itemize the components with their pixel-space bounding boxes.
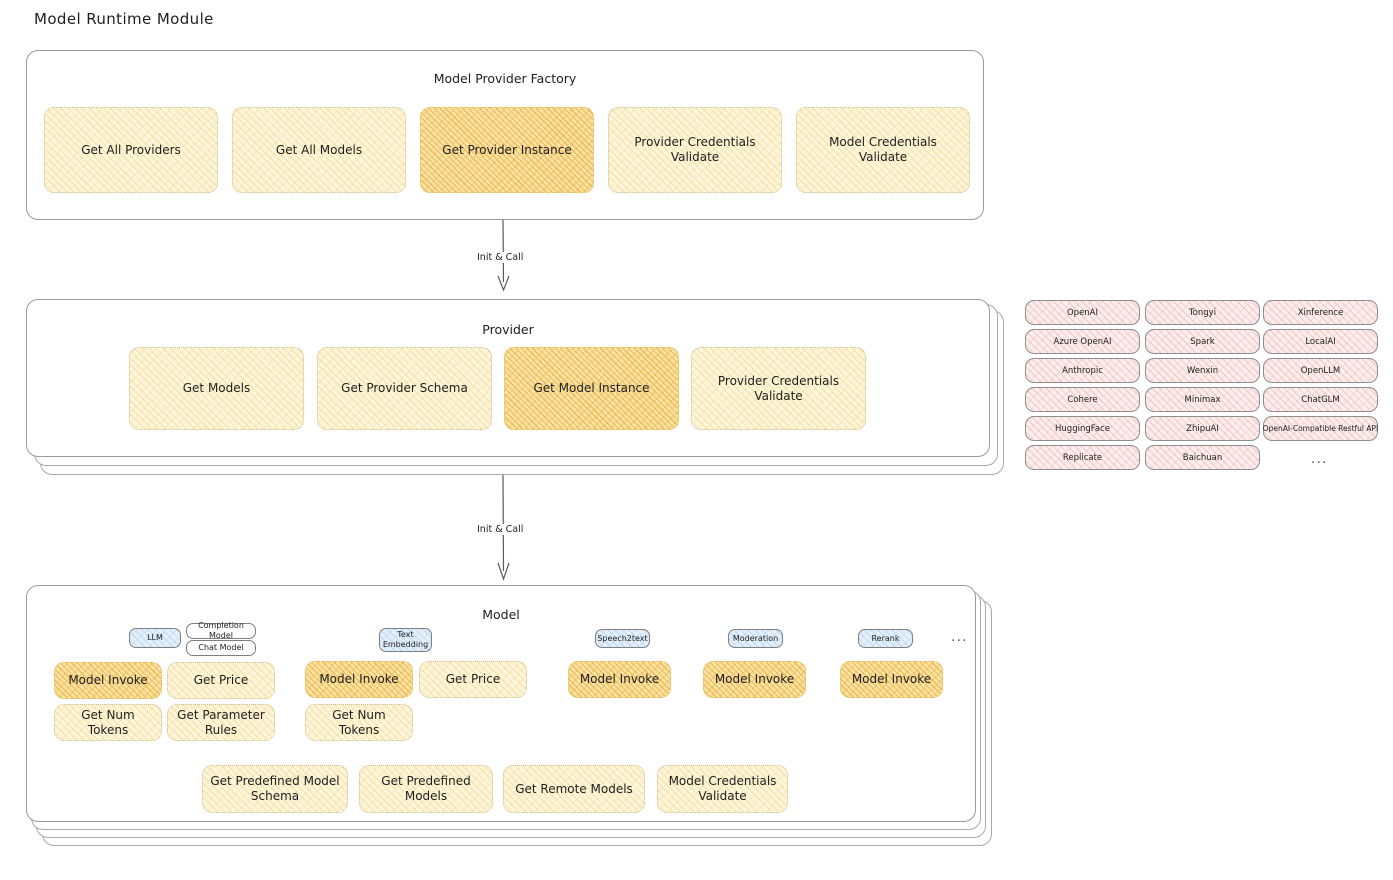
- provider-chip-huggingface[interactable]: HuggingFace: [1025, 416, 1140, 441]
- provider-chip-anthropic[interactable]: Anthropic: [1025, 358, 1140, 383]
- provider-chip-openai-compatible-restful-api[interactable]: OpenAI-Compatible Restful API: [1263, 416, 1378, 441]
- node-get-predefined-model-schema[interactable]: Get Predefined Model Schema: [202, 765, 348, 813]
- node-get-all-providers[interactable]: Get All Providers: [44, 107, 218, 193]
- provider-chip-openai[interactable]: OpenAI: [1025, 300, 1140, 325]
- model-subtag-chat-model[interactable]: Chat Model: [186, 640, 256, 656]
- node-rerank-model-invoke[interactable]: Model Invoke: [840, 661, 943, 698]
- node-get-all-models[interactable]: Get All Models: [232, 107, 406, 193]
- node-provider-credentials-validate-2[interactable]: Provider Credentials Validate: [691, 347, 866, 430]
- model-provider-factory-title: Model Provider Factory: [433, 71, 577, 86]
- arrow-factory-to-provider: [480, 219, 526, 300]
- model-type-tag-moderation[interactable]: Moderation: [728, 629, 783, 648]
- provider-chip-zhipuai[interactable]: ZhipuAI: [1145, 416, 1260, 441]
- provider-chip-minimax[interactable]: Minimax: [1145, 387, 1260, 412]
- node-llm-model-invoke[interactable]: Model Invoke: [54, 662, 162, 699]
- model-types-more-ellipsis: ...: [951, 630, 968, 645]
- arrow-provider-to-model: [480, 474, 526, 585]
- node-get-model-instance[interactable]: Get Model Instance: [504, 347, 679, 430]
- model-type-tag-speech2text[interactable]: Speech2text: [595, 629, 650, 648]
- model-subtag-completion-model[interactable]: Completion Model: [186, 621, 256, 640]
- provider-chip-wenxin[interactable]: Wenxin: [1145, 358, 1260, 383]
- node-get-remote-models[interactable]: Get Remote Models: [503, 765, 645, 813]
- node-model-credentials-validate[interactable]: Model Credentials Validate: [796, 107, 970, 193]
- provider-chip-openllm[interactable]: OpenLLM: [1263, 358, 1378, 383]
- model-title: Model: [482, 607, 520, 622]
- node-get-models[interactable]: Get Models: [129, 347, 304, 430]
- arrow-label-init-and-call-1: Init & Call: [473, 252, 528, 263]
- node-llm-get-parameter-rules[interactable]: Get Parameter Rules: [167, 704, 275, 741]
- node-embedding-model-invoke[interactable]: Model Invoke: [305, 661, 413, 698]
- node-provider-credentials-validate[interactable]: Provider Credentials Validate: [608, 107, 782, 193]
- node-get-predefined-models[interactable]: Get Predefined Models: [359, 765, 493, 813]
- node-get-provider-schema[interactable]: Get Provider Schema: [317, 347, 492, 430]
- node-model-credentials-validate-2[interactable]: Model Credentials Validate: [657, 765, 788, 813]
- node-llm-get-price[interactable]: Get Price: [167, 662, 275, 699]
- arrow-label-init-and-call-2: Init & Call: [473, 524, 528, 535]
- page-title: Model Runtime Module: [34, 10, 214, 28]
- provider-title: Provider: [482, 322, 534, 337]
- node-llm-get-num-tokens[interactable]: Get Num Tokens: [54, 704, 162, 741]
- provider-chip-localai[interactable]: LocalAI: [1263, 329, 1378, 354]
- node-moderation-model-invoke[interactable]: Model Invoke: [703, 661, 806, 698]
- provider-chip-chatglm[interactable]: ChatGLM: [1263, 387, 1378, 412]
- provider-chip-spark[interactable]: Spark: [1145, 329, 1260, 354]
- provider-chip-tongyi[interactable]: Tongyi: [1145, 300, 1260, 325]
- model-type-tag-text-embedding[interactable]: Text Embedding: [379, 628, 432, 652]
- node-embedding-get-num-tokens[interactable]: Get Num Tokens: [305, 704, 413, 741]
- model-panel: Model: [26, 585, 976, 822]
- provider-chip-xinference[interactable]: Xinference: [1263, 300, 1378, 325]
- provider-chip-cohere[interactable]: Cohere: [1025, 387, 1140, 412]
- node-embedding-get-price[interactable]: Get Price: [419, 661, 527, 698]
- node-speech2text-model-invoke[interactable]: Model Invoke: [568, 661, 671, 698]
- node-get-provider-instance[interactable]: Get Provider Instance: [420, 107, 594, 193]
- provider-chip-baichuan[interactable]: Baichuan: [1145, 445, 1260, 470]
- provider-chip-azure-openai[interactable]: Azure OpenAI: [1025, 329, 1140, 354]
- model-type-tag-rerank[interactable]: Rerank: [858, 629, 913, 648]
- provider-chip-replicate[interactable]: Replicate: [1025, 445, 1140, 470]
- provider-list-more-ellipsis: ...: [1311, 452, 1328, 467]
- model-type-tag-llm[interactable]: LLM: [129, 628, 181, 648]
